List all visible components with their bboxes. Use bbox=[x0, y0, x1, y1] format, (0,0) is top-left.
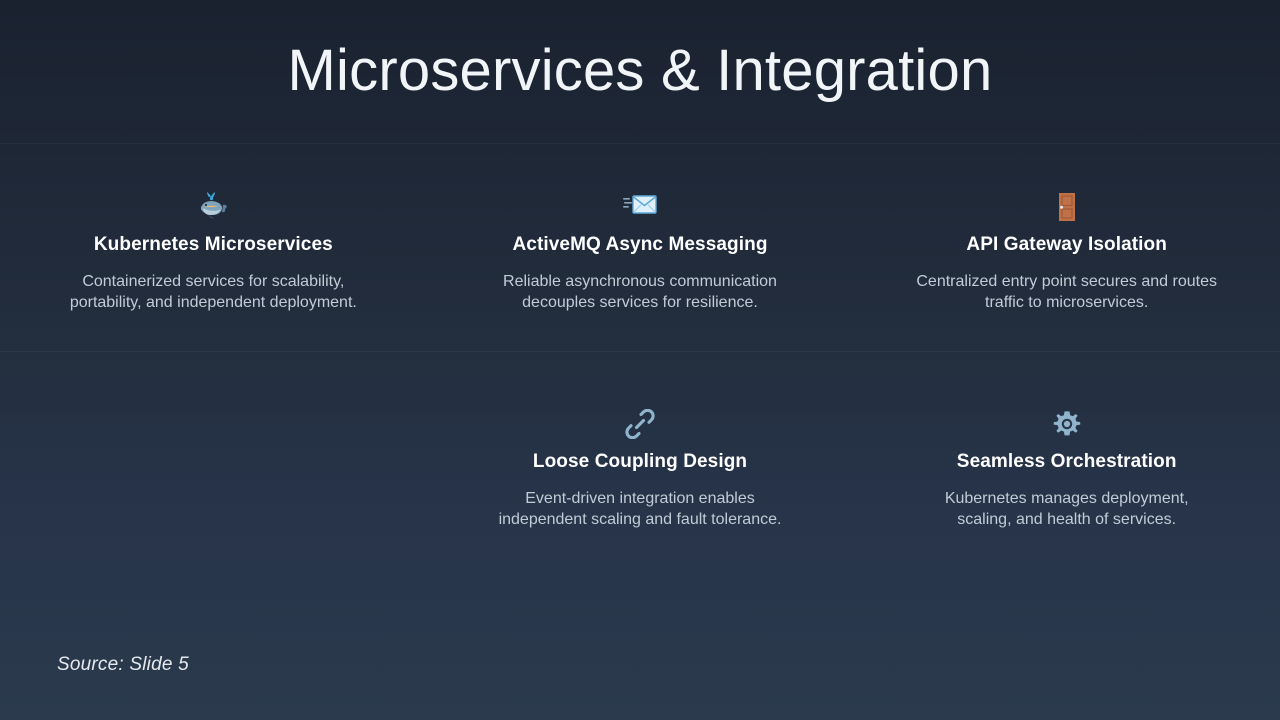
gear-icon bbox=[1052, 409, 1082, 441]
incoming-envelope-icon bbox=[623, 192, 657, 224]
source-footer: Source: Slide 5 bbox=[57, 654, 189, 675]
feature-heading: ActiveMQ Async Messaging bbox=[512, 234, 768, 255]
feature-body: Event-driven integration enables indepen… bbox=[498, 489, 782, 529]
feature-row-bottom: Loose Coupling Design Event-driven integ… bbox=[0, 361, 1280, 570]
whale-icon bbox=[197, 192, 229, 224]
feature-heading: Kubernetes Microservices bbox=[93, 234, 333, 255]
feature-card-kubernetes-microservices: Kubernetes Microservices Containerized s… bbox=[0, 144, 427, 351]
feature-body: Containerized services for scalability, … bbox=[69, 272, 357, 312]
feature-body: Kubernetes manages deployment, scaling, … bbox=[944, 489, 1189, 529]
feature-card-api-gateway-isolation: API Gateway Isolation Centralized entry … bbox=[853, 144, 1280, 351]
feature-card-activemq-async-messaging: ActiveMQ Async Messaging Reliable asynch… bbox=[427, 144, 854, 351]
feature-body: Reliable asynchronous communication deco… bbox=[503, 272, 777, 312]
feature-body: Centralized entry point secures and rout… bbox=[916, 272, 1217, 312]
feature-heading: API Gateway Isolation bbox=[966, 234, 1167, 255]
feature-heading: Loose Coupling Design bbox=[532, 451, 748, 472]
feature-card-loose-coupling-design: Loose Coupling Design Event-driven integ… bbox=[427, 361, 854, 570]
door-icon bbox=[1056, 192, 1078, 224]
feature-row-top: Kubernetes Microservices Containerized s… bbox=[0, 143, 1280, 352]
page-title: Microservices & Integration bbox=[287, 38, 993, 104]
link-chain-icon bbox=[625, 409, 655, 441]
title-zone: Microservices & Integration bbox=[0, 0, 1280, 143]
feature-heading: Seamless Orchestration bbox=[956, 451, 1177, 472]
feature-card-seamless-orchestration: Seamless Orchestration Kubernetes manage… bbox=[853, 361, 1280, 570]
